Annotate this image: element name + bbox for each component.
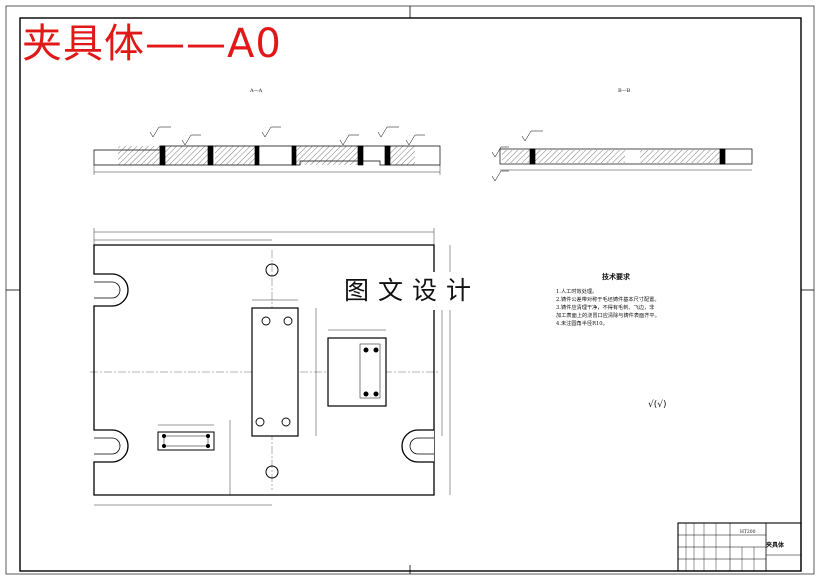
drawing-title-banner: 夹具体——A0 (22, 21, 282, 67)
title-block (677, 522, 802, 572)
title-block-material: HT200 (740, 530, 756, 535)
section-b-label: B—B (618, 88, 631, 94)
plan-view (90, 228, 451, 506)
watermark-text: 图文设计 (332, 272, 492, 310)
inner-border (19, 17, 802, 572)
section-a-view (93, 126, 441, 175)
centering-marks (6, 6, 814, 574)
roughness-note: √(√) (648, 400, 667, 410)
tech-requirement-item: 2.铸件公差带对称于毛坯铸件基本尺寸配置。 (556, 297, 660, 303)
section-b-view (491, 130, 753, 182)
tech-requirement-item: 3.铸件应清理干净，不得有毛刺、飞边，非 (556, 305, 655, 311)
tech-requirement-item: 4.未注圆角半径R10。 (556, 321, 608, 327)
tech-requirement-item: 加工表面上的浇冒口应清除与铸件表面齐平。 (556, 313, 660, 319)
title-block-part-name: 夹具体 (766, 542, 785, 549)
tech-requirement-item: 1.人工时效处理。 (556, 289, 598, 295)
technical-requirements: 技术要求 1.人工时效处理。 2.铸件公差带对称于毛坯铸件基本尺寸配置。 3.铸… (556, 272, 716, 328)
section-a-label: A—A (249, 88, 263, 94)
tech-requirements-title: 技术要求 (602, 272, 630, 281)
